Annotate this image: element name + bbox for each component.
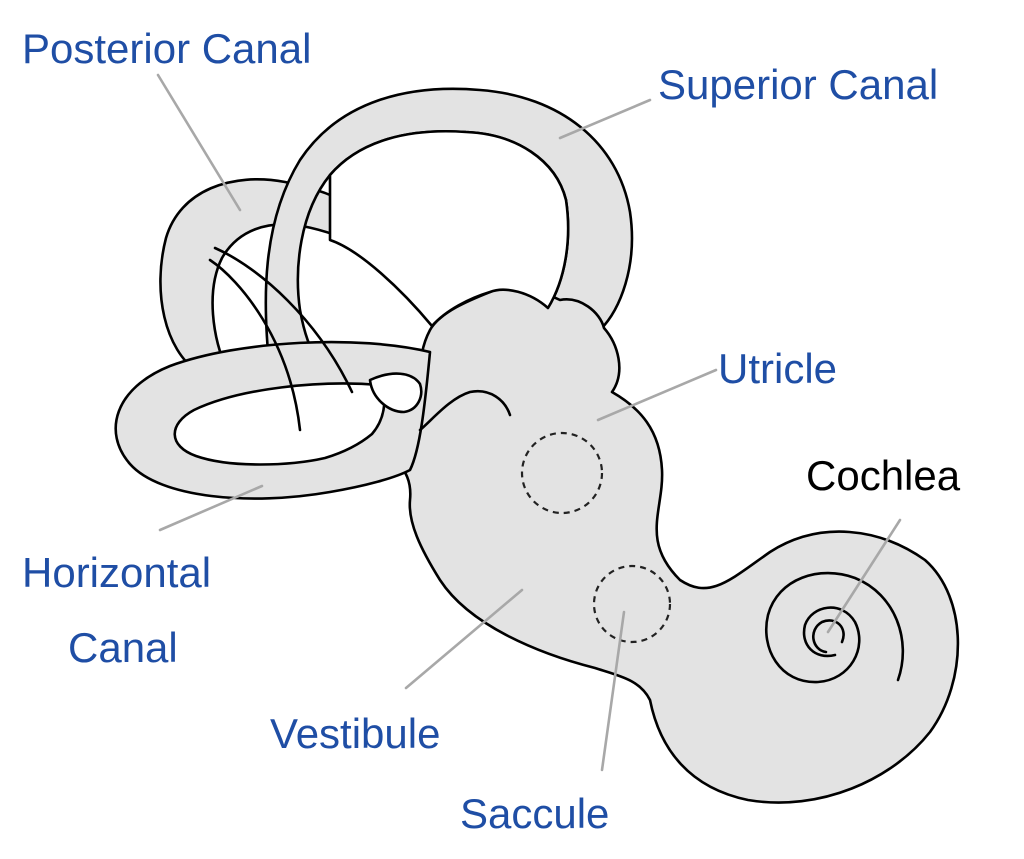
canal-crossing-line-2 [208,258,302,432]
superior-canal-opening [328,130,570,328]
utricle-marker [520,431,604,515]
vestibule-leader [404,588,524,690]
ampulla-opening [368,372,423,414]
utricle-label: Utricle [718,345,838,392]
saccule-marker [592,564,672,644]
horizontal-canal-leader [158,484,264,532]
posterior-canal-label: Posterior Canal [22,25,312,72]
cochlea-label: Cochlea [806,452,961,499]
superior-canal-label: Superior Canal [658,61,939,108]
superior-canal-leader [558,98,652,140]
horizontal-canal-label-line1: Horizontal [22,549,212,596]
utricle-leader [596,368,718,422]
cochlea-leader [826,518,902,634]
cochlea-spiral-inner [812,619,845,654]
vestibule-shape [391,286,960,804]
posterior-canal-leader [156,73,242,212]
saccule-leader [600,610,626,772]
horizontal-canal-label-line2: Canal [68,624,178,671]
canal-crossing-line-1 [213,246,354,394]
saccule-label: Saccule [460,790,610,837]
horizontal-canal-opening [173,382,386,466]
canal-crossing-line-3 [418,389,512,432]
vestibule-label: Vestibule [270,710,441,757]
cochlea-spiral [765,571,905,684]
